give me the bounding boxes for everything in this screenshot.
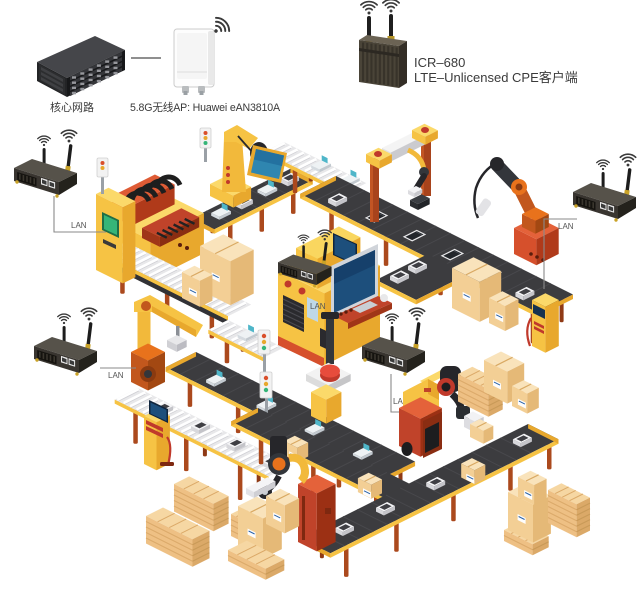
svg-text:LAN: LAN	[393, 397, 409, 406]
svg-text:LTE–Unlicensed CPE客户端: LTE–Unlicensed CPE客户端	[414, 70, 578, 85]
svg-text:ICR–680: ICR–680	[414, 55, 465, 70]
svg-text:LAN: LAN	[108, 371, 124, 380]
svg-text:LAN: LAN	[558, 222, 574, 231]
svg-text:5.8G无线AP: Huawei eAN3810A: 5.8G无线AP: Huawei eAN3810A	[130, 101, 281, 114]
svg-text:LAN: LAN	[71, 221, 87, 230]
svg-text:LAN: LAN	[310, 302, 326, 311]
svg-text:核心网路: 核心网路	[50, 100, 94, 114]
